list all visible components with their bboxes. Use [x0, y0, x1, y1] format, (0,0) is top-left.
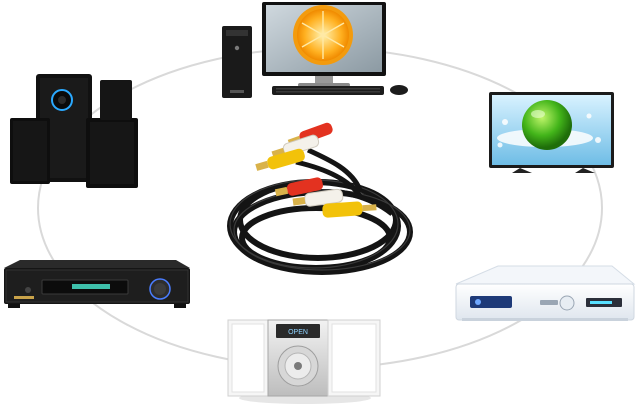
apple-wallpaper: [522, 100, 572, 150]
mouse: [390, 85, 408, 95]
rca-plugs-lower: [274, 177, 377, 218]
rca-plugs-upper: [255, 122, 333, 171]
stereo-brand-label: OPEN: [288, 329, 308, 336]
control-knob: [559, 295, 575, 311]
satellite-receiver: [455, 265, 636, 321]
speaker-system: [10, 74, 138, 188]
flat-screen-tv: [489, 92, 614, 173]
rca-av-cable: [227, 122, 413, 275]
keyboard: [272, 86, 384, 95]
av-receiver-amplifier: [4, 260, 190, 308]
desktop-computer: [222, 2, 408, 98]
mini-cd-stereo-system: OPEN: [227, 319, 381, 404]
